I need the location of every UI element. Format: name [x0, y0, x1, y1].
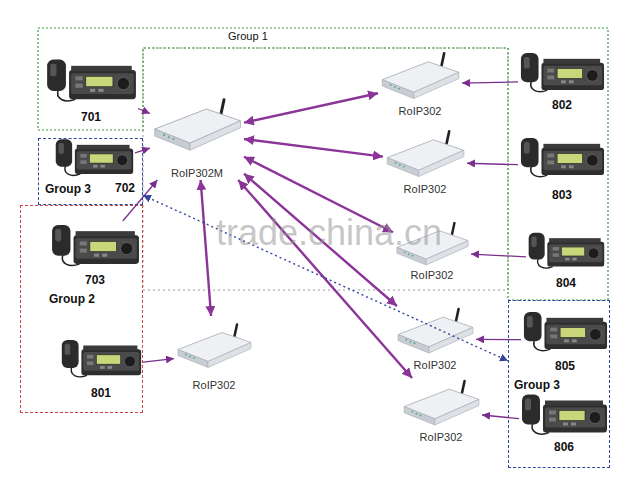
roip-gateway: RoIP302: [393, 222, 471, 282]
roip-gateway: RoIP302: [400, 378, 482, 444]
radio-illustration: [529, 233, 605, 268]
group-box: Group 2 703 801: [20, 205, 143, 413]
connector: [135, 148, 150, 153]
connector: [462, 82, 518, 83]
group-label: Group 1: [228, 30, 268, 42]
gateway-illustration: [155, 100, 241, 151]
radio-number: 701: [44, 110, 138, 124]
radio-illustration: [62, 340, 141, 377]
gateway-illustration: [382, 53, 459, 98]
radio-illustration: [44, 54, 138, 109]
connector: [138, 109, 150, 114]
connector: [123, 180, 158, 221]
radio-illustration: [59, 334, 143, 385]
radio-node: 701: [44, 54, 138, 124]
roip-gateway: RoIP302M: [150, 86, 244, 180]
gateway-illustration: [398, 309, 473, 353]
radio-node: 702: [53, 137, 135, 195]
gateway-illustration: [383, 128, 467, 181]
connector: [476, 339, 521, 341]
radio-number: 805: [521, 359, 609, 373]
gateway-label: RoIP302: [400, 430, 482, 444]
radio-illustration: [49, 221, 141, 272]
radio-number: 806: [519, 440, 609, 454]
connector: [471, 254, 526, 257]
connector: [143, 195, 508, 361]
connector: [482, 415, 519, 419]
roip-gateway: RoIP302: [378, 50, 462, 118]
connector: [143, 359, 174, 363]
radio-number: 801: [59, 386, 143, 400]
radio-illustration: [522, 395, 607, 435]
group-label: Group 3: [45, 182, 91, 196]
radio-illustration: [518, 130, 606, 187]
connector: [467, 163, 518, 164]
group-outline: [38, 28, 608, 300]
gateway-illustration: [150, 86, 244, 165]
radio-illustration: [52, 225, 139, 265]
gateway-illustration: [387, 131, 464, 176]
roip-gateway: RoIP302: [174, 316, 254, 392]
radio-node: 804: [526, 228, 606, 290]
gateway-label: RoIP302: [174, 378, 254, 392]
gateway-illustration: [393, 222, 471, 267]
radio-number: 802: [518, 98, 606, 112]
radio-illustration: [519, 392, 609, 439]
radio-number: 804: [526, 276, 606, 290]
radio-illustration: [521, 307, 609, 358]
radio-illustration: [526, 228, 606, 275]
connector: [201, 180, 211, 316]
radio-node: 703: [49, 221, 141, 287]
connector: [244, 174, 397, 306]
gateway-label: RoIP302M: [150, 166, 244, 180]
connector: [244, 93, 378, 122]
radio-illustration: [56, 139, 133, 175]
radio-number: 703: [49, 273, 141, 287]
group-box: Group 3702: [38, 138, 143, 205]
radio-illustration: [518, 50, 606, 97]
gateway-illustration: [394, 306, 476, 357]
gateway-label: RoIP302: [378, 104, 462, 118]
group-label: Group 2: [49, 292, 95, 306]
group-label: Group 3: [514, 378, 560, 392]
radio-node: 806: [519, 392, 609, 454]
connector: [238, 180, 412, 378]
group-box: Group 3 805 806: [508, 300, 610, 468]
radio-number: 702: [53, 181, 135, 195]
connector: [244, 139, 383, 157]
gateway-illustration: [404, 381, 479, 425]
connector: [244, 157, 393, 232]
gateway-illustration: [378, 50, 462, 103]
radio-node: 802: [518, 50, 606, 112]
gateway-label: RoIP302: [383, 182, 467, 196]
radio-illustration: [521, 138, 604, 177]
roip-gateway: RoIP302: [394, 306, 476, 372]
radio-illustration: [524, 312, 607, 351]
gateway-illustration: [397, 223, 468, 265]
radio-illustration: [53, 137, 135, 180]
gateway-illustration: [178, 325, 251, 368]
gateway-label: RoIP302: [393, 268, 471, 282]
radio-node: 803: [518, 130, 606, 202]
gateway-label: RoIP302: [394, 358, 476, 372]
watermark-label: trade.china.cn: [216, 212, 442, 254]
radio-node: 805: [521, 307, 609, 373]
radio-illustration: [521, 53, 604, 92]
inner-frame: [143, 48, 508, 290]
gateway-illustration: [174, 316, 254, 377]
gateway-illustration: [400, 378, 482, 429]
radio-illustration: [47, 60, 136, 101]
roip-gateway: RoIP302: [383, 128, 467, 196]
radio-node: 801: [59, 334, 143, 400]
radio-number: 803: [518, 188, 606, 202]
